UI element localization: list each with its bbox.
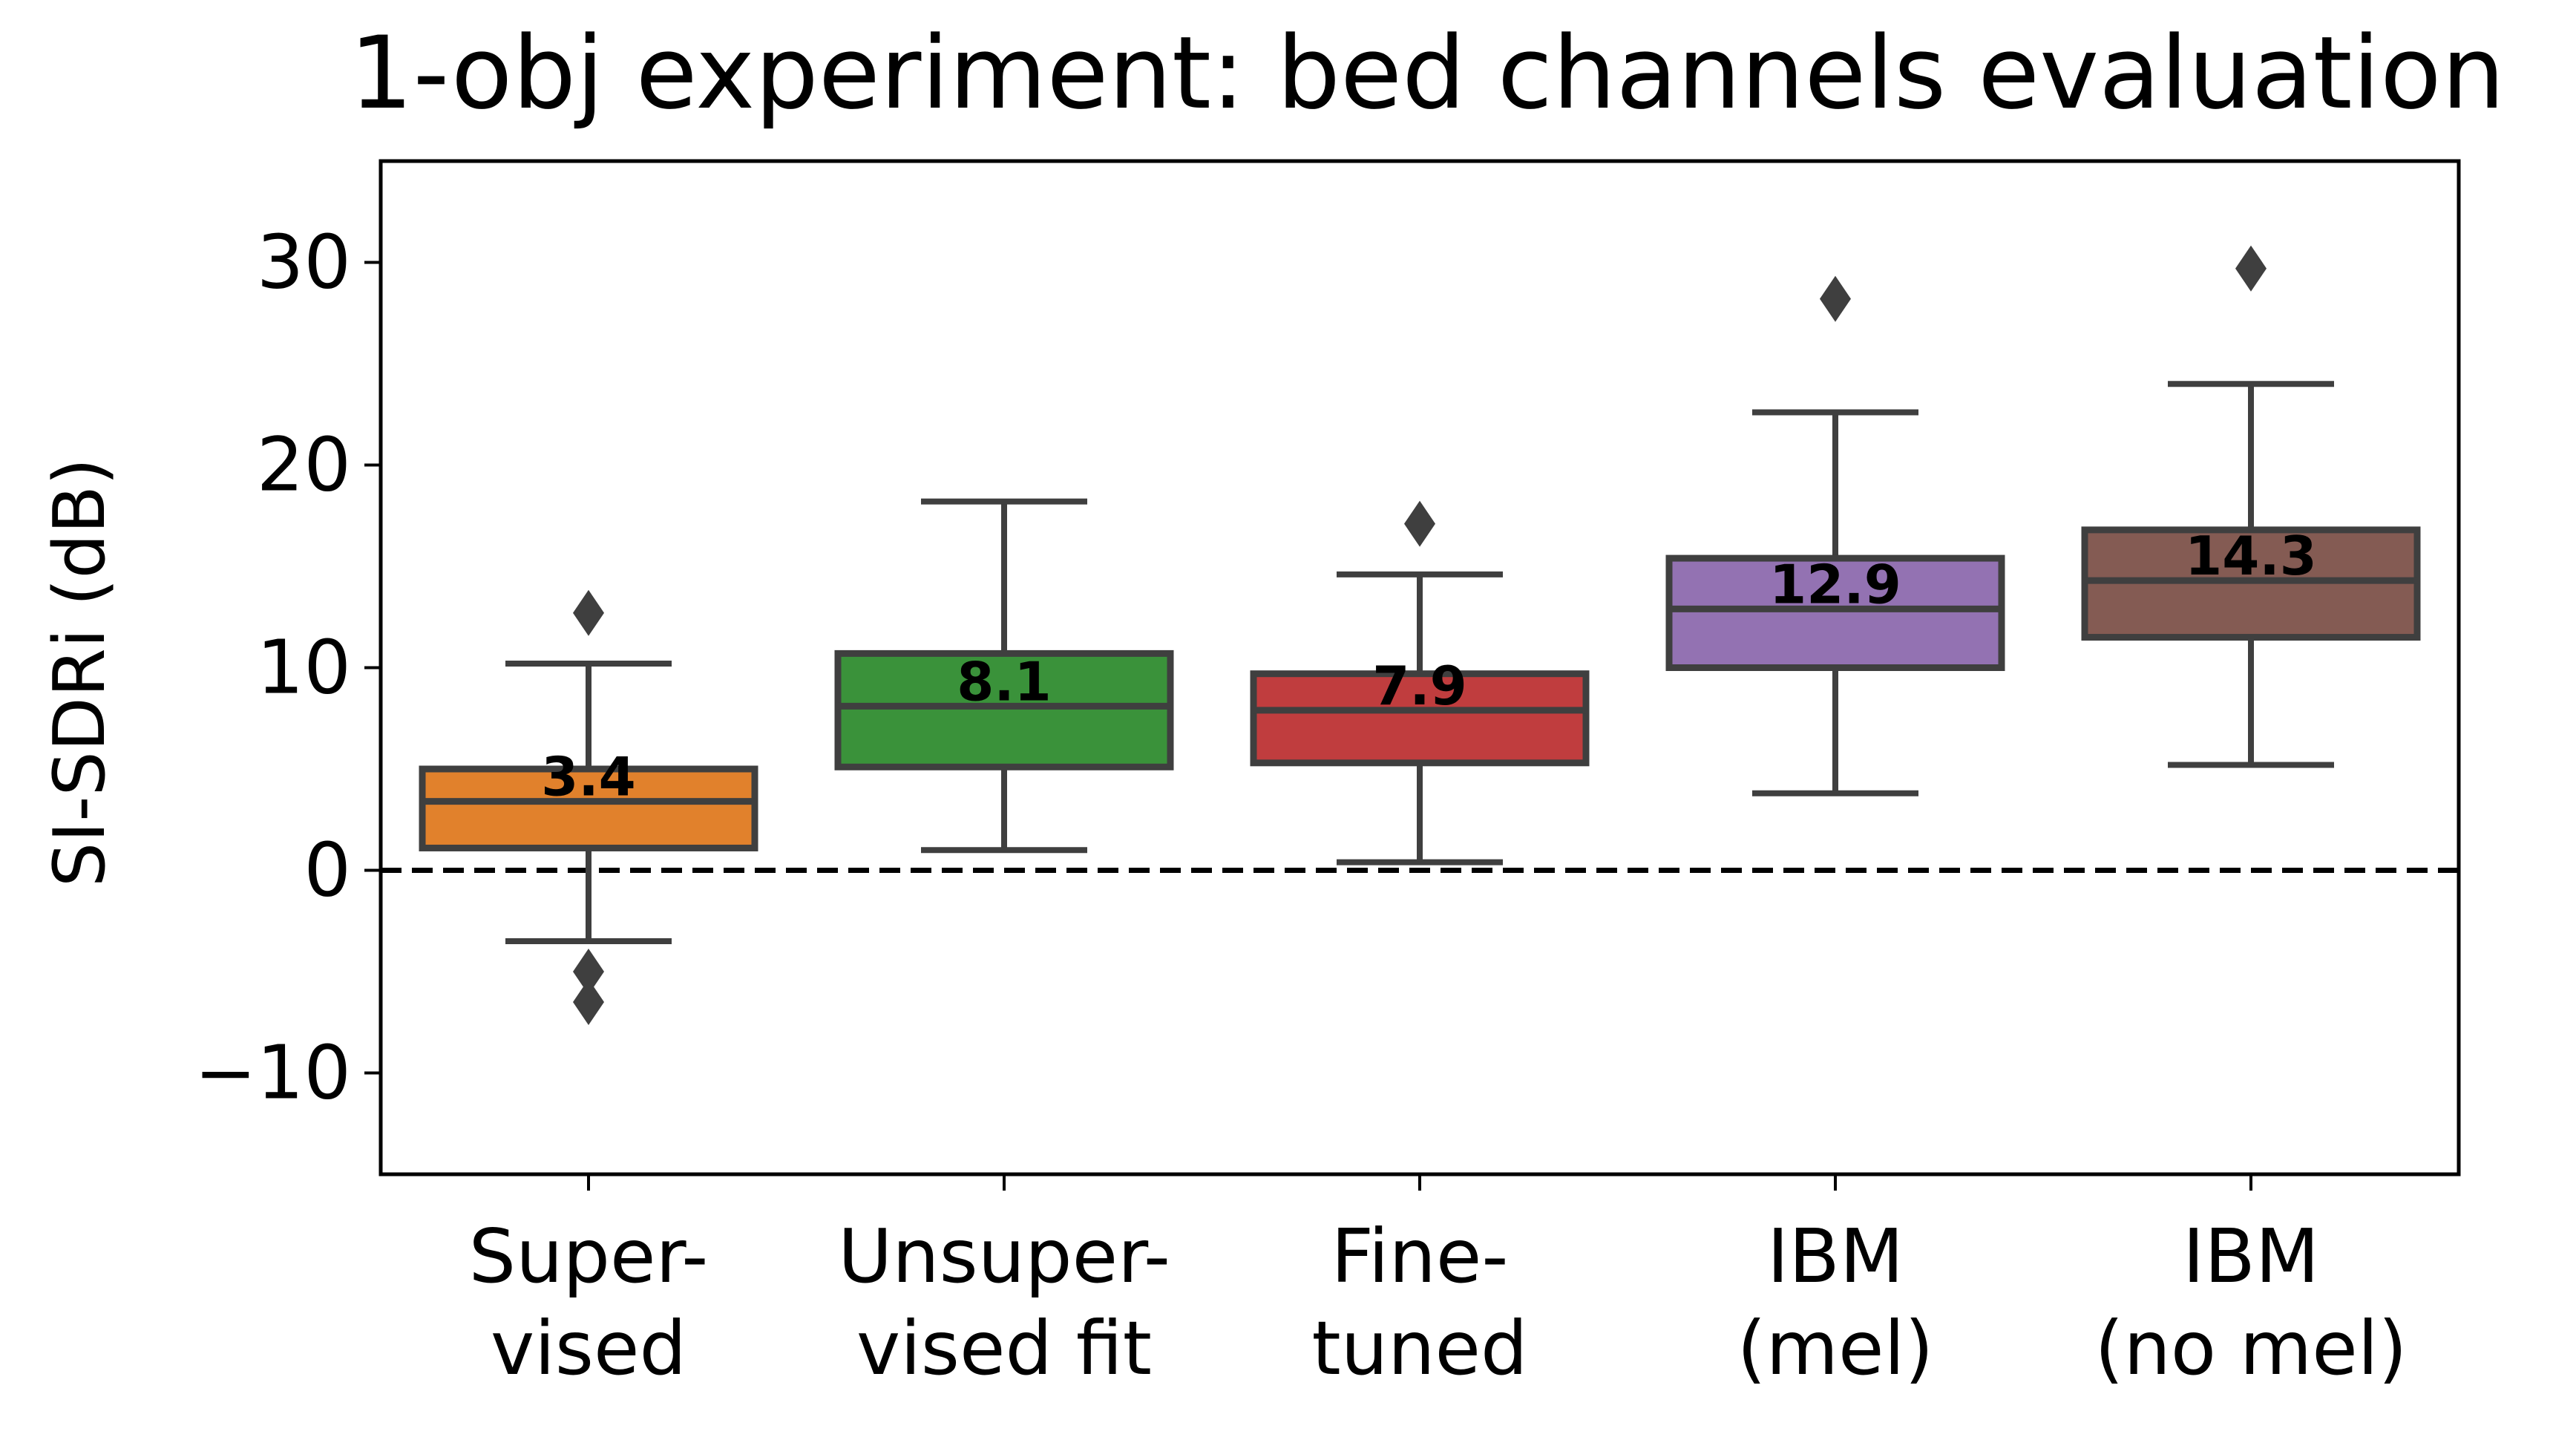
outlier-point — [1820, 275, 1851, 322]
y-axis-label: SI-SDRi (dB) — [39, 458, 121, 887]
box-group: 7.9 — [1250, 500, 1590, 865]
y-tick-label: 30 — [257, 219, 351, 306]
box-group: 8.1 — [834, 498, 1174, 854]
x-tick-label: IBM — [2183, 1213, 2319, 1300]
iqr-box — [1250, 670, 1590, 767]
plot-frame — [378, 159, 2461, 1176]
median-value-label: 7.9 — [1372, 655, 1467, 717]
box-group: 14.3 — [2081, 245, 2421, 768]
median-value-label: 3.4 — [541, 746, 636, 808]
box-group: 12.9 — [1665, 275, 2005, 796]
box-group: 3.4 — [419, 589, 758, 1025]
y-tick-label: −10 — [194, 1030, 351, 1116]
y-tick-label: 10 — [257, 624, 351, 711]
x-tick-label: IBM — [1767, 1213, 1904, 1300]
x-tick-label: tuned — [1312, 1305, 1528, 1392]
median-value-label: 8.1 — [957, 650, 1052, 713]
iqr-box — [1665, 554, 2005, 672]
outlier-point — [573, 978, 604, 1025]
outlier-point — [2235, 245, 2267, 292]
x-tick-label: (mel) — [1737, 1305, 1934, 1392]
y-tick-label: 20 — [257, 422, 351, 508]
x-tick-label: Fine- — [1331, 1213, 1508, 1300]
x-tick-label: vised — [491, 1305, 686, 1392]
x-tick-label: Unsuper- — [838, 1213, 1170, 1300]
x-tick-label: vised fit — [856, 1305, 1152, 1392]
chart-title: 1-obj experiment: bed channels evaluatio… — [350, 15, 2505, 131]
outlier-point — [573, 589, 604, 636]
x-tick-label: Super- — [469, 1213, 709, 1300]
y-tick-label: 0 — [304, 827, 351, 914]
iqr-box — [834, 649, 1174, 770]
outlier-point — [573, 949, 604, 995]
x-tick-label: (no mel) — [2094, 1305, 2407, 1392]
iqr-box — [419, 765, 758, 851]
outlier-point — [1404, 500, 1435, 547]
median-value-label: 12.9 — [1769, 553, 1901, 615]
median-value-label: 14.3 — [2185, 525, 2317, 587]
